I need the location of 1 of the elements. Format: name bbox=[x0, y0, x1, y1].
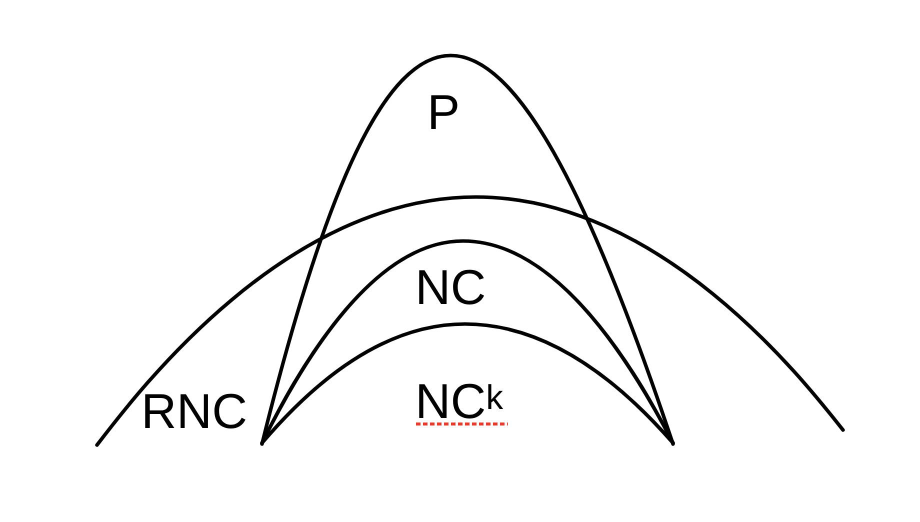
arch-region: NC$^{k}$ bbox=[260, 322, 675, 445]
